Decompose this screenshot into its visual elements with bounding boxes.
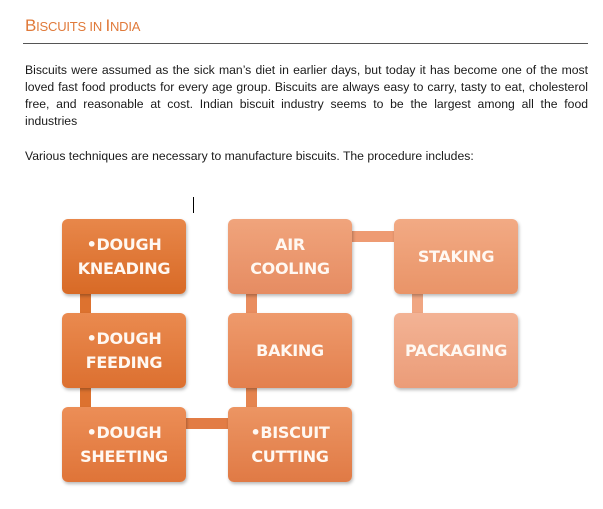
step-biscuit-cutting[interactable]: •BISCUIT CUTTING <box>228 407 352 482</box>
step-label-line1: •DOUGH <box>86 422 162 442</box>
connector-cooling-staking <box>352 231 396 242</box>
step-staking[interactable]: STAKING <box>394 219 518 294</box>
step-label-line1: AIR <box>275 234 305 254</box>
step-label-line1: BAKING <box>256 340 324 360</box>
step-air-cooling[interactable]: AIR COOLING <box>228 219 352 294</box>
document-title: BISCUITS IN INDIA <box>25 16 141 35</box>
connector-sheeting-cutting <box>185 418 230 429</box>
connector-baking-cooling <box>246 293 257 315</box>
step-label-line1: •DOUGH <box>86 234 162 254</box>
connector-cutting-baking <box>246 387 257 409</box>
step-label-line2: KNEADING <box>77 258 171 278</box>
step-label-line2: CUTTING <box>251 446 329 466</box>
step-label-line1: PACKAGING <box>404 340 508 360</box>
step-packaging[interactable]: PACKAGING <box>394 313 518 388</box>
step-dough-feeding[interactable]: •DOUGH FEEDING <box>62 313 186 388</box>
procedure-paragraph: Various techniques are necessary to manu… <box>25 149 474 163</box>
step-label-line1: •BISCUIT <box>250 422 330 442</box>
text-cursor <box>193 197 194 213</box>
connector-staking-packaging <box>412 293 423 315</box>
step-dough-sheeting[interactable]: •DOUGH SHEETING <box>62 407 186 482</box>
step-label-line2: SHEETING <box>80 446 168 466</box>
intro-paragraph: Biscuits were assumed as the sick man’s … <box>25 63 588 128</box>
connector-kneading-feeding <box>80 293 91 315</box>
step-label-line2: COOLING <box>250 258 330 278</box>
step-label-line2: FEEDING <box>85 352 163 372</box>
connector-feeding-sheeting <box>80 387 91 409</box>
step-dough-kneading[interactable]: •DOUGH KNEADING <box>62 219 186 294</box>
step-label-line1: STAKING <box>417 246 495 266</box>
title-underline <box>23 43 588 44</box>
step-label-line1: •DOUGH <box>86 328 162 348</box>
step-baking[interactable]: BAKING <box>228 313 352 388</box>
